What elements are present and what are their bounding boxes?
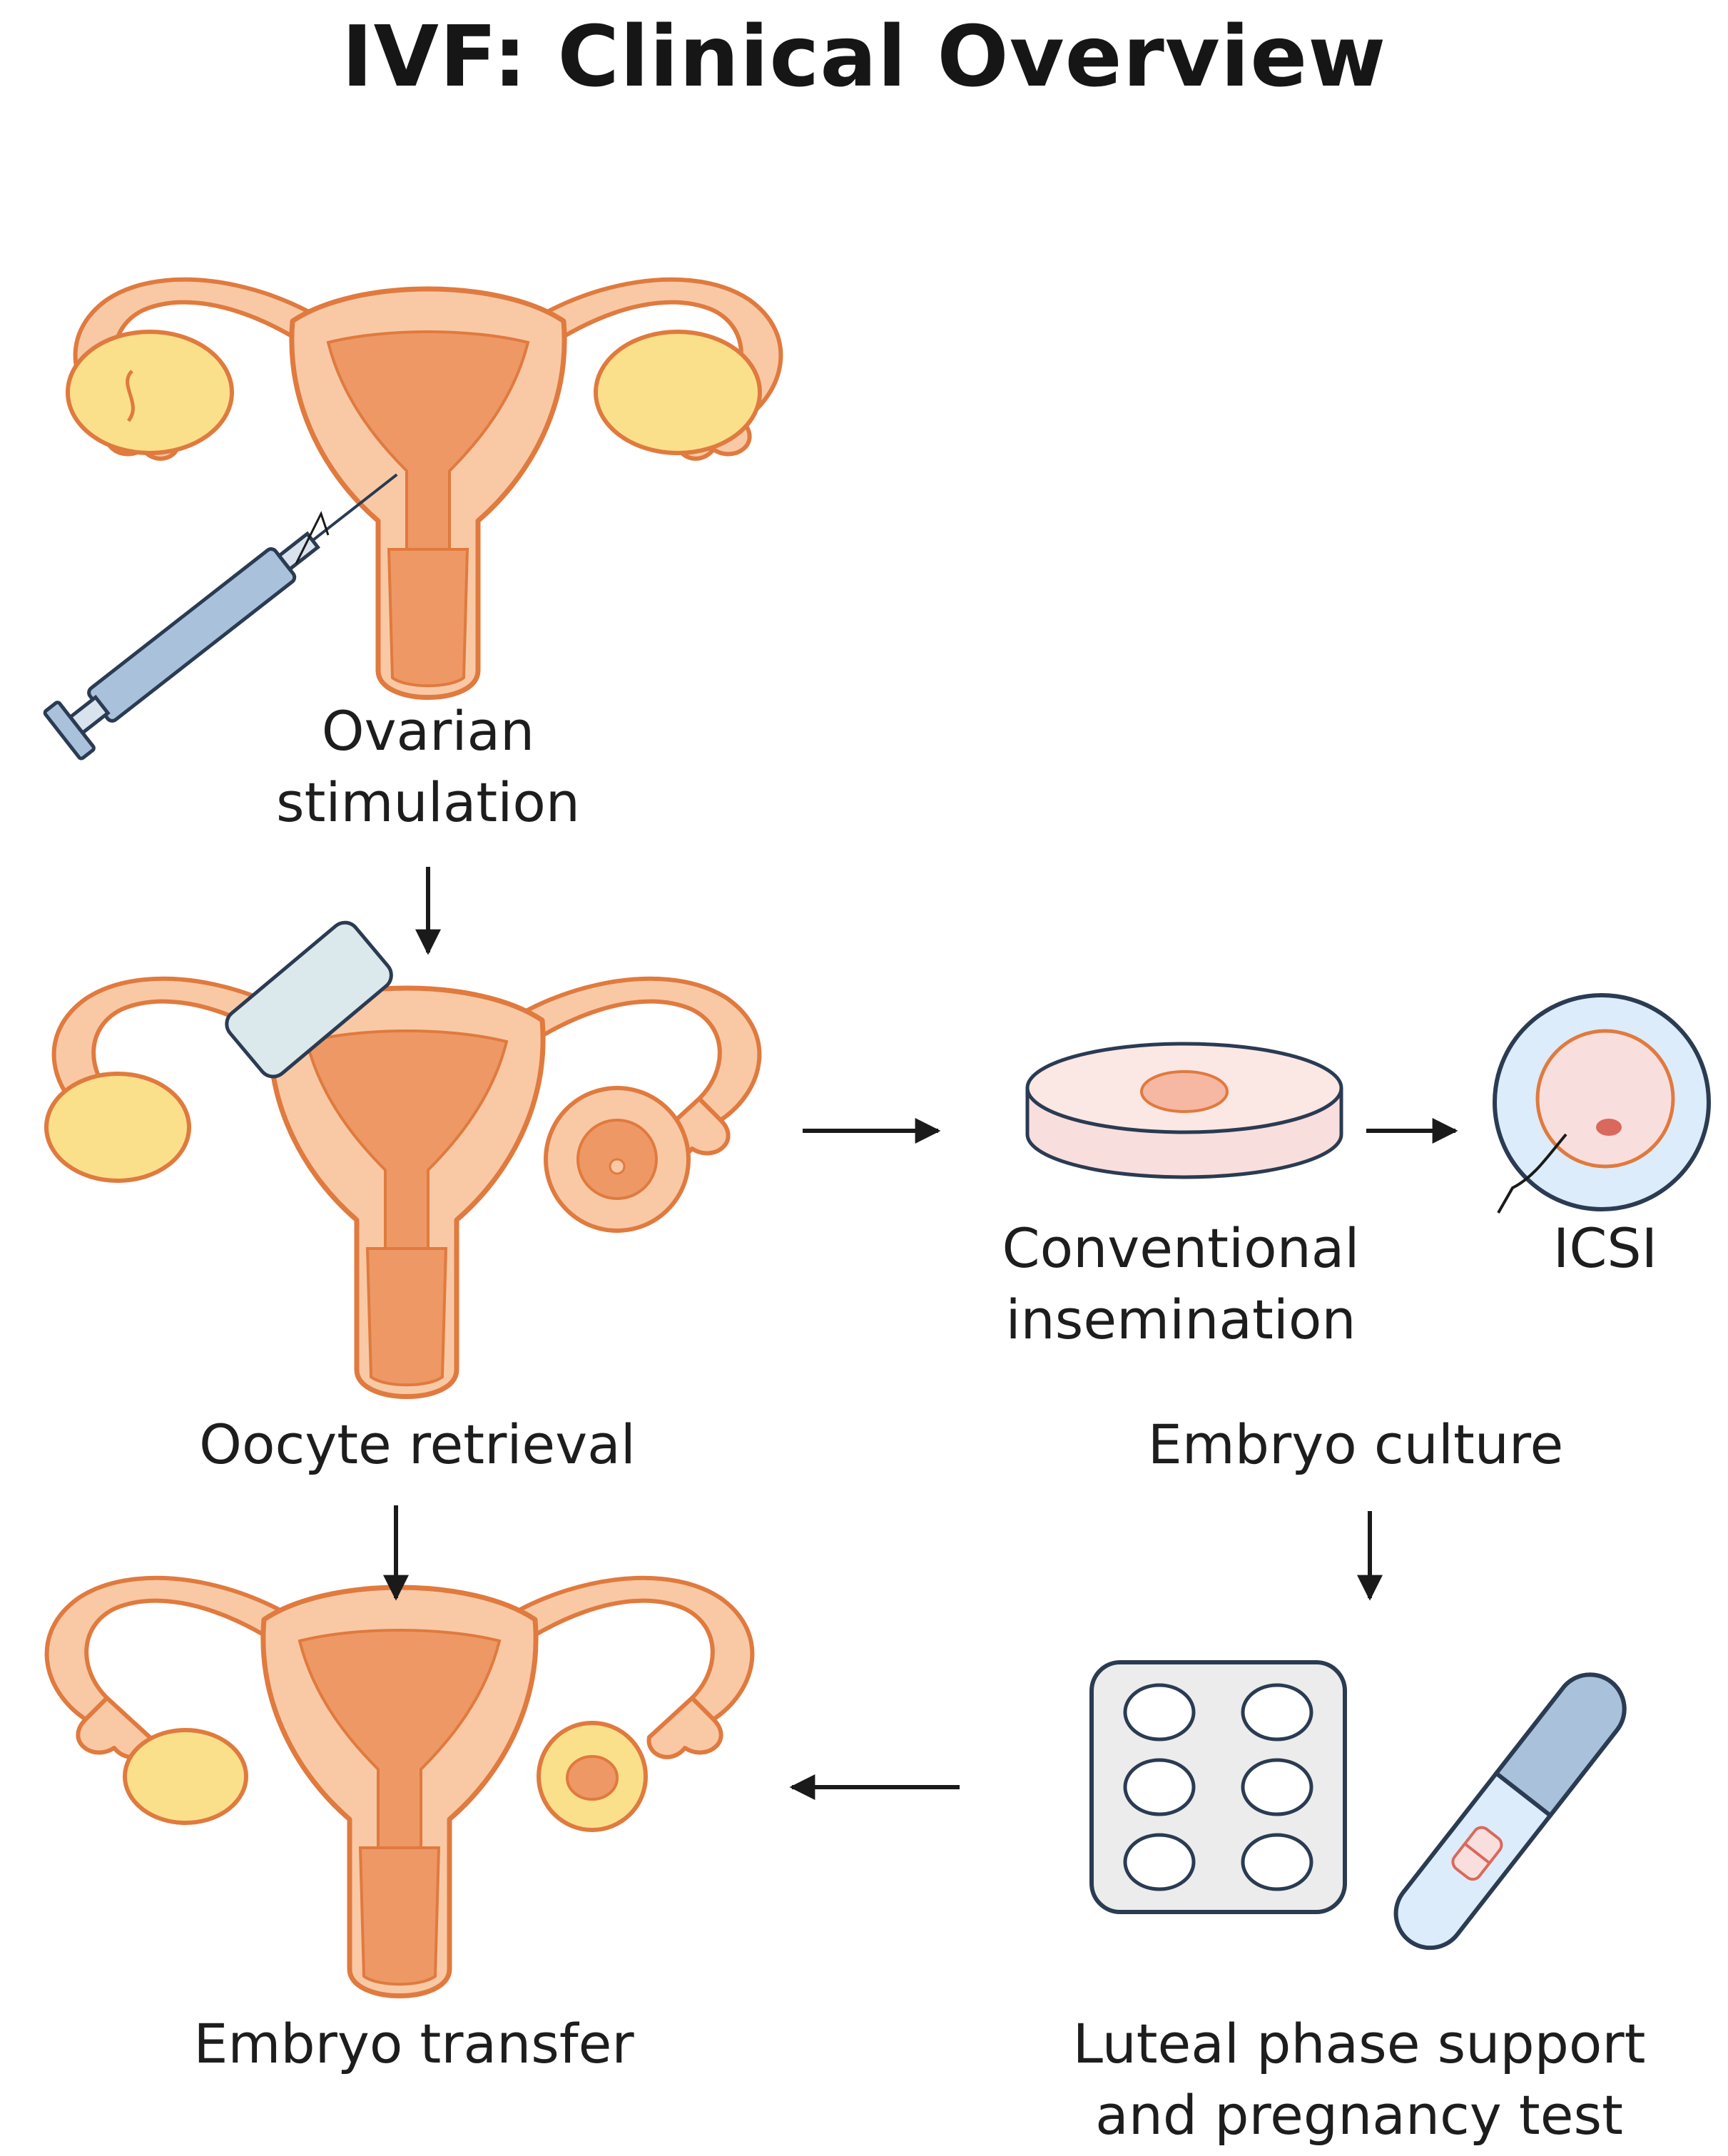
pill-blister-icon — [1089, 1660, 1347, 1914]
petri-dish-icon — [1025, 1042, 1343, 1179]
label-embryo-transfer: Embryo transfer — [193, 2012, 634, 2075]
label-oocyte-retrieval: Oocyte retrieval — [199, 1413, 636, 1476]
oocyte-retrieval-uterus-icon — [44, 979, 759, 1397]
embryo-transfer-uterus-icon — [47, 1578, 753, 1996]
label-embryo-culture: Embryo culture — [1147, 1413, 1564, 1476]
icsi-oocyte-icon — [1493, 993, 1711, 1214]
label-icsi: ICSI — [1552, 1216, 1658, 1280]
page-title: IVF: Clinical Overview — [341, 7, 1387, 106]
ultrasound-probe-icon — [225, 920, 393, 1079]
needle-tip — [295, 511, 330, 564]
label-ovarian-stimulation: Ovarian stimulation — [276, 699, 580, 834]
pregnancy-test-icon — [1393, 1672, 1627, 1951]
label-conventional-insemination: Conventional insemination — [1002, 1216, 1360, 1351]
label-luteal-support: Luteal phase support and pregnancy test — [1072, 2012, 1646, 2147]
flow-arrows — [383, 867, 1458, 1800]
ovarian-stimulation-uterus-icon — [66, 280, 781, 698]
